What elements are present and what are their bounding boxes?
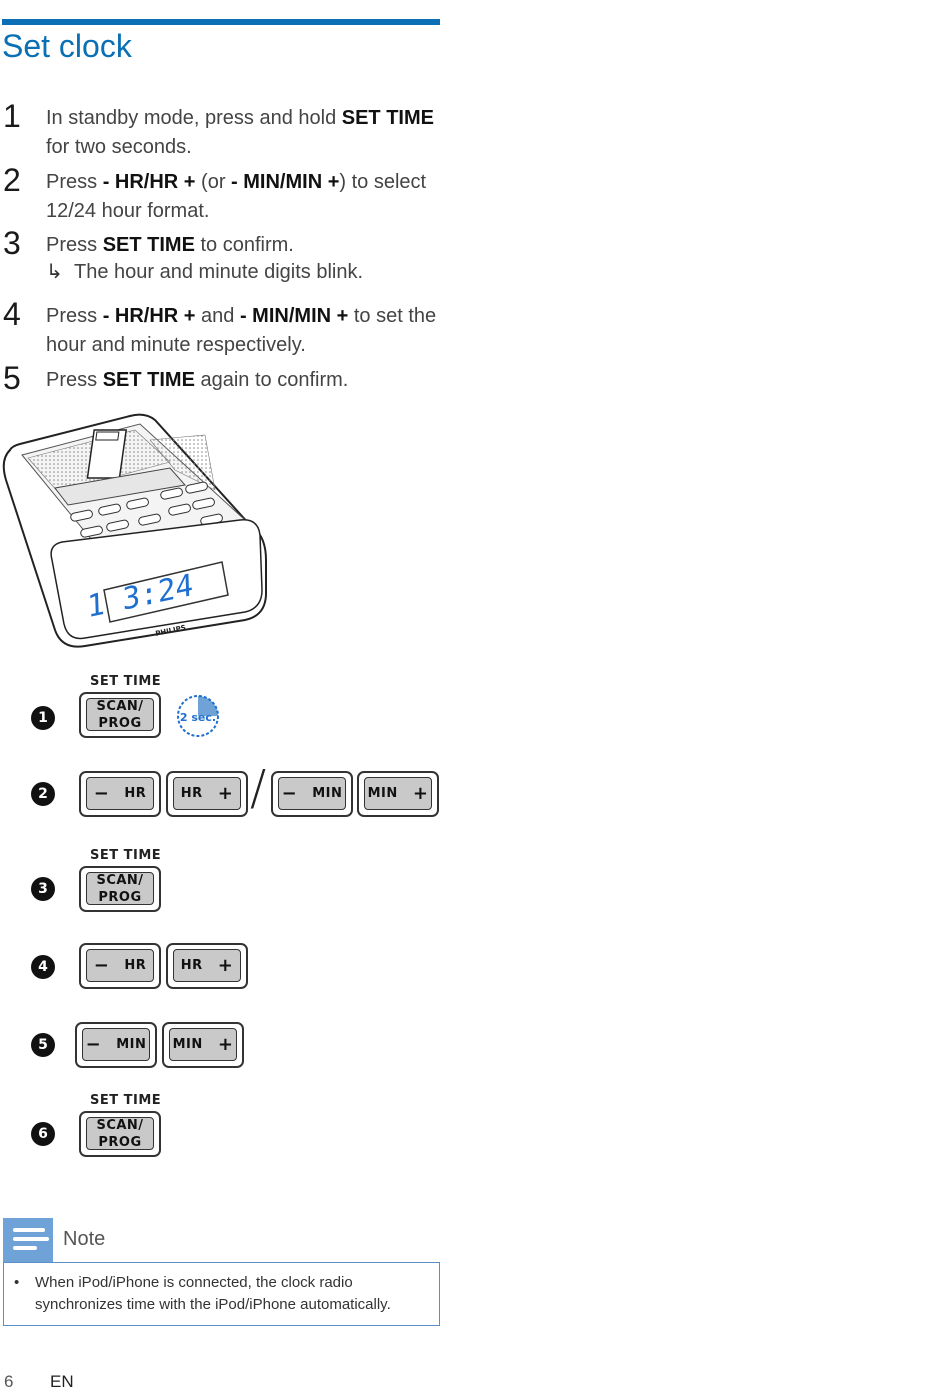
hr-plus-button: HR + bbox=[166, 771, 248, 817]
step-text: In standby mode, press and hold SET TIME… bbox=[46, 107, 434, 158]
step-3-result: ↳The hour and minute digits blink. bbox=[46, 261, 364, 283]
page-title: Set clock bbox=[2, 28, 132, 64]
scan-prog-button: SCAN/PROG bbox=[79, 866, 161, 912]
page-language: EN bbox=[50, 1372, 74, 1391]
note-box bbox=[3, 1262, 440, 1326]
step-number: 4 bbox=[3, 296, 21, 332]
set-time-label: SET TIME bbox=[90, 1093, 162, 1108]
note-title: Note bbox=[63, 1228, 106, 1250]
bullet-icon: • bbox=[14, 1274, 20, 1291]
step-number: 1 bbox=[3, 98, 21, 134]
clock-radio-illustration: 1 3:24 PHILIPS bbox=[2, 413, 267, 648]
min-plus-button: MIN + bbox=[162, 1022, 244, 1068]
step-text: Press - HR/HR + (or - MIN/MIN +) to sele… bbox=[46, 171, 427, 222]
illustration-bullet-1: 1 bbox=[31, 706, 55, 730]
min-minus-button: − MIN bbox=[75, 1022, 157, 1068]
step-number: 3 bbox=[3, 225, 21, 261]
or-separator: / bbox=[250, 760, 267, 816]
illustration-bullet-3: 3 bbox=[31, 877, 55, 901]
step-number: 5 bbox=[3, 360, 21, 396]
scan-prog-button: SCAN/PROG bbox=[79, 1111, 161, 1157]
illustration-bullet-4: 4 bbox=[31, 955, 55, 979]
step-text: Press SET TIME to confirm. bbox=[46, 234, 294, 256]
hr-minus-button: − HR bbox=[79, 771, 161, 817]
timer-icon: 2 sec. bbox=[177, 695, 219, 737]
hr-minus-button: − HR bbox=[79, 943, 161, 989]
step-text: Press SET TIME again to confirm. bbox=[46, 369, 349, 391]
illustration-bullet-5: 5 bbox=[31, 1033, 55, 1057]
result-arrow-icon: ↳ bbox=[46, 261, 63, 283]
section-top-rule bbox=[2, 19, 440, 25]
illustration-bullet-6: 6 bbox=[31, 1122, 55, 1146]
note-icon bbox=[3, 1218, 53, 1262]
set-time-label: SET TIME bbox=[90, 848, 162, 863]
min-plus-button: MIN + bbox=[357, 771, 439, 817]
hr-plus-button: HR + bbox=[166, 943, 248, 989]
step-text: Press - HR/HR + and - MIN/MIN + to set t… bbox=[46, 305, 437, 356]
page-number: 6 bbox=[4, 1372, 14, 1391]
set-time-label: SET TIME bbox=[90, 674, 162, 689]
min-minus-button: − MIN bbox=[271, 771, 353, 817]
scan-prog-button: SCAN/PROG bbox=[79, 692, 161, 738]
note-text: • When iPod/iPhone is connected, the clo… bbox=[14, 1274, 391, 1313]
step-number: 2 bbox=[3, 162, 21, 198]
svg-text:2 sec.: 2 sec. bbox=[180, 711, 216, 724]
illustration-bullet-2: 2 bbox=[31, 782, 55, 806]
